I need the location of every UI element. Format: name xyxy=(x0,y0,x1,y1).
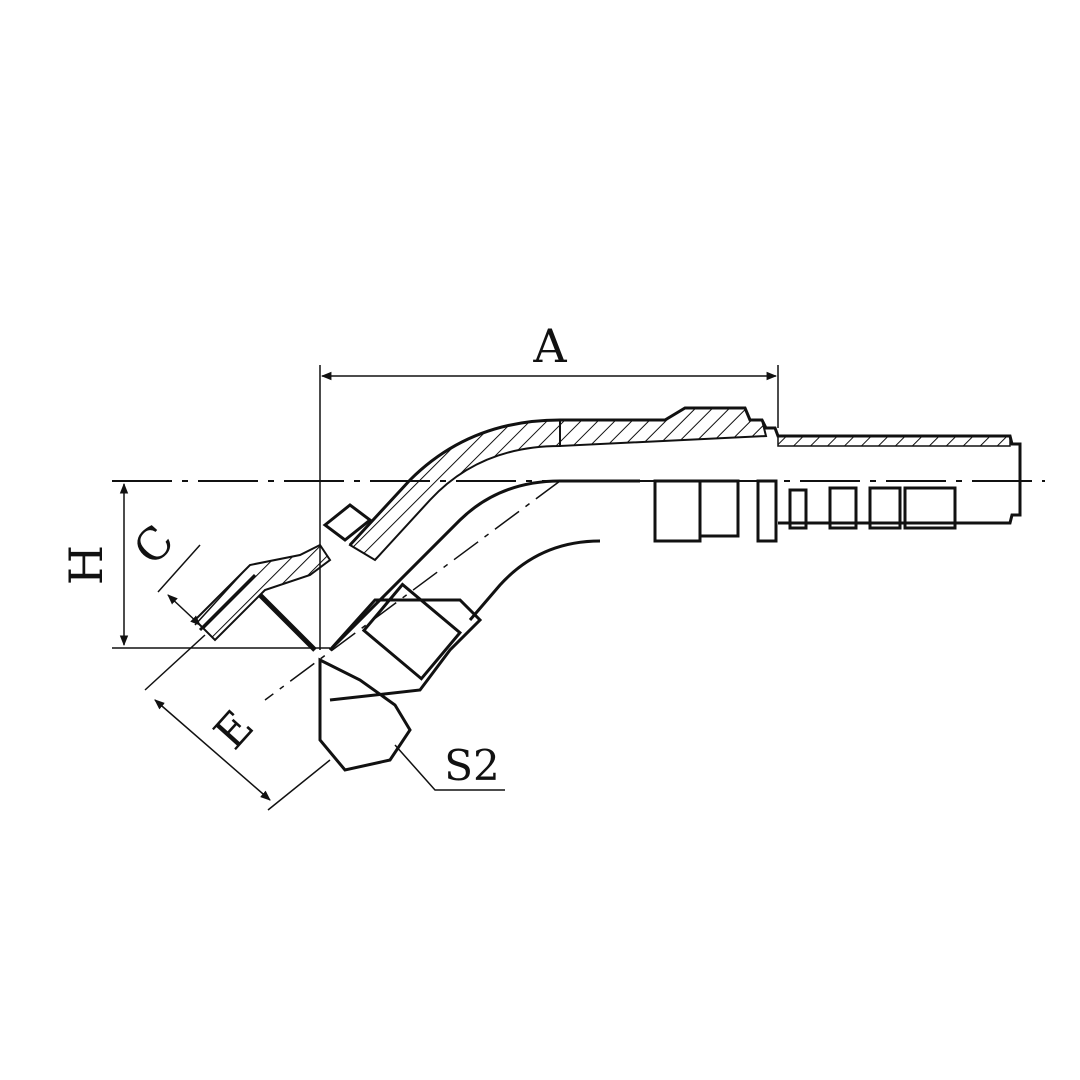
leader-s2-label: S2 xyxy=(444,741,500,790)
dimension-h xyxy=(112,480,330,649)
dimension-e xyxy=(144,634,331,811)
dimension-h-label: H xyxy=(59,545,113,585)
bend-centerline xyxy=(264,480,561,701)
tail-hatch-2 xyxy=(777,435,1011,447)
dimension-a-label: A xyxy=(532,319,567,373)
tail-hatch xyxy=(559,407,768,448)
dimension-c xyxy=(157,544,246,626)
swivel-nut xyxy=(193,503,483,772)
leader-s2 xyxy=(394,744,505,791)
hose-tail xyxy=(560,406,1022,543)
bent-tube xyxy=(328,418,601,652)
dimension-c-label: C xyxy=(124,516,184,575)
dimension-a xyxy=(319,365,779,650)
